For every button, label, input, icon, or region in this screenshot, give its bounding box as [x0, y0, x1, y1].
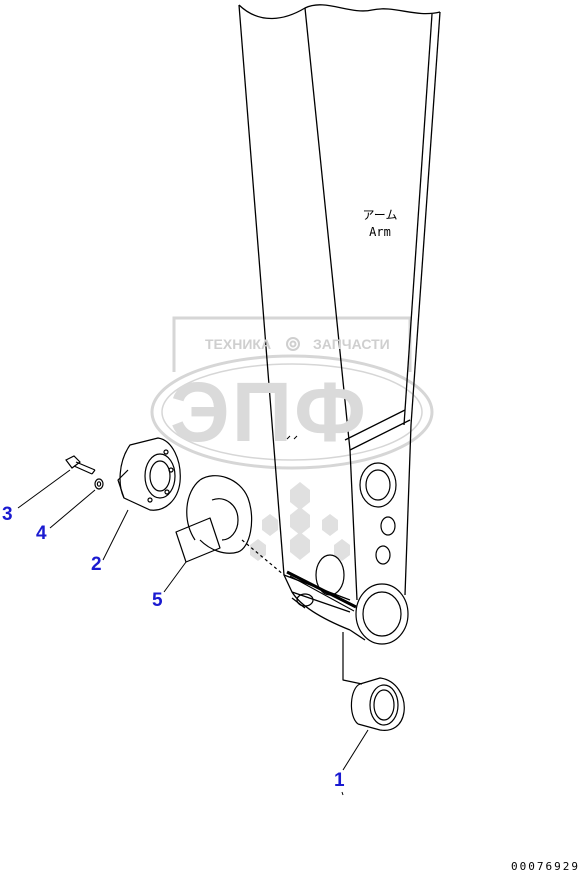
- arm-label-japanese: アーム: [362, 208, 398, 222]
- watermark-text-left: ТЕХНИКА: [205, 336, 272, 352]
- arm-outline: [238, 4, 441, 641]
- callout-1: 1: [334, 770, 345, 791]
- drawing-number: 00076929: [511, 860, 580, 873]
- callout-3: 3: [2, 504, 13, 525]
- arm-label-english: Arm: [369, 225, 391, 239]
- center-mark: [286, 435, 298, 440]
- part-4-washer: [94, 478, 104, 490]
- part-1-plug: [342, 632, 405, 731]
- part-5-shim: [175, 475, 285, 576]
- leader-lines: [17, 469, 369, 771]
- watermark-text-right: ЗАПЧАСТИ: [313, 336, 390, 352]
- watermark-wheat-emblem: [250, 482, 350, 561]
- part-3-bolt: [65, 455, 96, 475]
- part-2-flange: [117, 437, 181, 511]
- small-tick: [341, 791, 344, 796]
- callout-2: 2: [91, 554, 102, 575]
- callout-5: 5: [152, 590, 163, 611]
- gear-icon: [286, 337, 300, 351]
- watermark-logo-letters: ЭПФ: [170, 365, 368, 459]
- callout-4: 4: [36, 523, 47, 544]
- arm-bosses: [286, 462, 409, 645]
